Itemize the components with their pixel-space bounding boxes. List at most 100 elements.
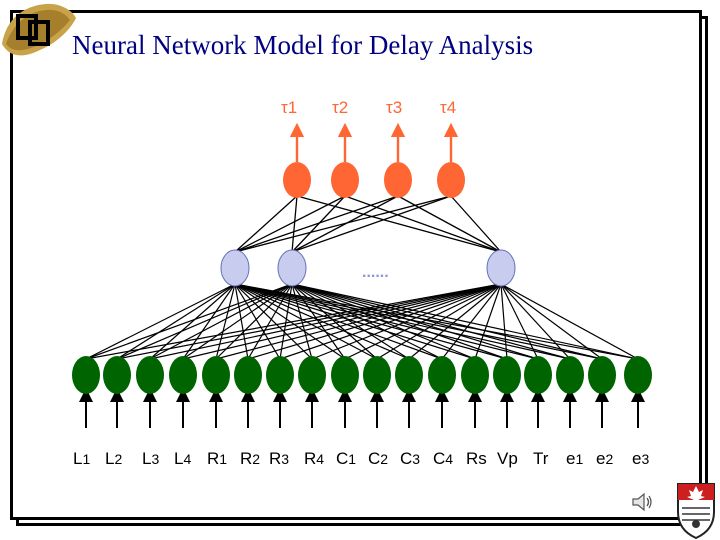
input-label-r1: R1	[207, 449, 227, 468]
edge-input-hidden	[234, 283, 571, 360]
input-label-rs: Rs	[466, 449, 487, 468]
input-label-l1: L1	[73, 449, 90, 468]
input-node-11	[395, 356, 423, 394]
edge-input-hidden	[291, 283, 603, 360]
input-node-9	[331, 356, 359, 394]
edge-input-hidden	[500, 283, 571, 360]
edge-input-hidden	[500, 283, 539, 360]
edge-input-hidden	[441, 283, 502, 360]
edge-input-hidden	[408, 283, 502, 360]
edge-hidden-output	[344, 195, 502, 253]
input-label-tr: Tr	[533, 449, 549, 468]
edge-hidden-output	[450, 195, 502, 253]
edge-input-hidden	[234, 283, 313, 360]
input-node-17	[588, 356, 616, 394]
input-label-c3: C3	[400, 449, 420, 468]
edge-input-hidden	[291, 283, 443, 360]
edge-input-hidden	[234, 283, 476, 360]
input-label-e3: e3	[632, 449, 649, 468]
edge-input-hidden	[311, 283, 502, 360]
slide-title: Neural Network Model for Delay Analysis	[72, 30, 534, 60]
input-label-c2: C2	[368, 449, 388, 468]
input-node-8	[298, 356, 326, 394]
edge-input-hidden	[116, 283, 236, 360]
output-label-tau2: τ2	[332, 98, 348, 117]
edge-input-hidden	[234, 283, 281, 360]
output-label-tau3: τ3	[386, 98, 402, 117]
slide-frame	[10, 10, 702, 520]
cu-logo-icon	[2, 3, 76, 56]
edge-input-hidden	[344, 283, 502, 360]
edge-input-hidden	[116, 283, 502, 360]
input-node-5	[202, 356, 230, 394]
edge-input-hidden	[500, 283, 508, 360]
edge-input-hidden	[291, 283, 476, 360]
hidden-node-1	[220, 249, 250, 287]
input-node-13	[461, 356, 489, 394]
edge-input-hidden	[85, 283, 502, 360]
output-node-2	[331, 162, 359, 198]
output-label-tau1: τ1	[281, 98, 297, 117]
edge-input-hidden	[500, 283, 639, 360]
edge-input-hidden	[474, 283, 502, 360]
edge-hidden-output	[291, 195, 452, 253]
edge-hidden-output	[296, 195, 502, 253]
edge-hidden-output	[291, 195, 399, 253]
input-label-l2: L2	[105, 449, 122, 468]
hidden-node-2	[277, 249, 307, 287]
edge-hidden-output	[397, 195, 502, 253]
input-node-3	[136, 356, 164, 394]
edge-input-hidden	[234, 283, 378, 360]
speaker-icon[interactable]	[630, 490, 654, 514]
hidden-node-3	[486, 249, 516, 287]
edge-input-hidden	[291, 283, 639, 360]
input-node-4	[169, 356, 197, 394]
io-arrows	[79, 122, 645, 428]
input-label-r2: R2	[240, 449, 260, 468]
input-labels: L1 L2 L3 L4 R1 R2 R3 R4 C1 C2 C3 C4 Rs V…	[73, 449, 649, 468]
edge-input-hidden	[291, 283, 508, 360]
input-node-2	[103, 356, 131, 394]
input-node-14	[493, 356, 521, 394]
input-node-7	[266, 356, 294, 394]
input-label-r3: R3	[269, 449, 289, 468]
input-label-e2: e2	[596, 449, 613, 468]
edge-input-hidden	[234, 283, 508, 360]
edge-hidden-output	[234, 195, 346, 253]
output-node-4	[437, 162, 465, 198]
edge-hidden-output	[234, 195, 452, 253]
edge-input-hidden	[215, 283, 236, 360]
edge-input-hidden	[234, 283, 539, 360]
edge-input-hidden	[234, 283, 249, 360]
edge-hidden-output	[291, 195, 298, 253]
input-label-e1: e1	[566, 449, 583, 468]
edge-input-hidden	[291, 283, 539, 360]
input-label-vp: Vp	[497, 449, 518, 468]
output-labels: τ1 τ2 τ3 τ4	[281, 98, 456, 117]
input-label-c4: C4	[433, 449, 453, 468]
input-label-l3: L3	[142, 449, 159, 468]
edge-input-hidden	[182, 283, 502, 360]
edge-hidden-output	[291, 195, 346, 253]
input-label-c1: C1	[336, 449, 356, 468]
edge-input-hidden	[500, 283, 603, 360]
edge-input-hidden	[149, 283, 236, 360]
edge-input-hidden	[291, 283, 410, 360]
output-label-tau4: τ4	[440, 98, 456, 117]
edge-input-hidden	[291, 283, 571, 360]
edge-input-hidden	[234, 283, 410, 360]
edge-input-hidden	[182, 283, 236, 360]
edge-input-hidden	[215, 283, 502, 360]
edge-input-hidden	[149, 283, 502, 360]
edge-hidden-output	[234, 195, 298, 253]
output-node-1	[283, 162, 311, 198]
hidden-ellipsis: ......	[362, 264, 389, 281]
edge-input-hidden	[85, 283, 236, 360]
input-node-10	[363, 356, 391, 394]
input-node-12	[428, 356, 456, 394]
edge-input-hidden	[279, 283, 502, 360]
maple-leaf-shield-icon	[677, 483, 715, 540]
input-node-18	[624, 356, 652, 394]
edge-input-hidden	[247, 283, 502, 360]
